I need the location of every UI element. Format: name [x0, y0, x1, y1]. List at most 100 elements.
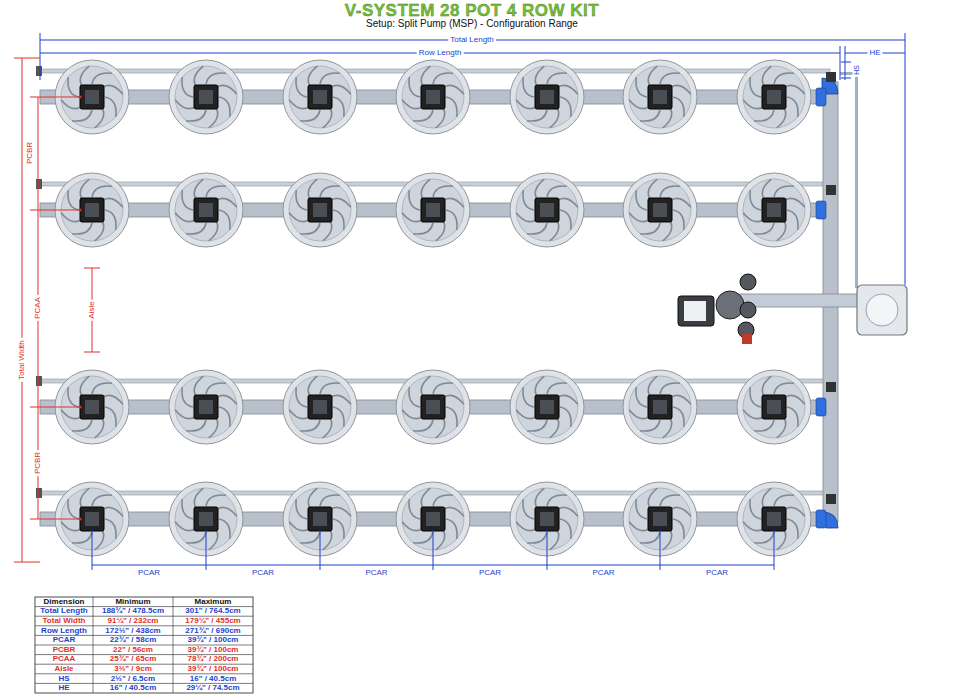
grow-pot [169, 60, 243, 134]
subtitle: Setup: Split Pump (MSP) - Configuration … [364, 19, 580, 29]
dimension-label: PCBR [34, 450, 42, 476]
extension-line [320, 530, 321, 570]
leader-line [30, 519, 80, 520]
grow-pot [510, 60, 584, 134]
dimension-label: Total Width [18, 338, 26, 382]
end-cap [36, 376, 42, 386]
table-cell: 188¾" / 478.5cm [102, 607, 164, 615]
grow-pot [396, 370, 470, 444]
dimension-line [841, 78, 851, 79]
extension-line [660, 530, 661, 570]
table-cell: Total Length [40, 607, 87, 615]
pump-housing [716, 291, 744, 319]
extension-line [774, 530, 775, 570]
extension-line [14, 562, 40, 563]
table-cell: Aisle [54, 665, 73, 673]
table-cell: PCAR [53, 636, 76, 644]
extension-line [433, 530, 434, 570]
feed-tube [40, 203, 830, 217]
table-cell: 39¾" / 100cm [188, 636, 239, 644]
extension-line [14, 58, 40, 59]
tee-fitting [816, 510, 826, 528]
dimension-label: Row Length [417, 49, 464, 57]
table-cell: HS [58, 675, 69, 683]
leader-dot [79, 406, 82, 409]
leader-line [30, 210, 80, 211]
table-cell: 91¼" / 232cm [108, 617, 159, 625]
extension-line [905, 33, 906, 285]
grow-pot [169, 370, 243, 444]
tee-fitting [816, 88, 826, 106]
grow-pot [510, 370, 584, 444]
dimension-label: PCAA [34, 295, 42, 321]
reservoir [857, 285, 907, 335]
overflow-pipe [855, 72, 858, 288]
drain-tap [742, 334, 752, 344]
tee-fitting [816, 398, 826, 416]
table-cell: Row Length [41, 627, 87, 635]
extension-line [547, 530, 548, 570]
table-cell: 29¼" / 74.5cm [186, 684, 239, 692]
grow-pot [169, 173, 243, 247]
feed-tube [40, 512, 830, 526]
leader-line [30, 407, 80, 408]
table-cell: 301" / 764.5cm [185, 607, 240, 615]
table-cell: 16" / 40.5cm [190, 675, 237, 683]
table-border [35, 597, 253, 693]
pump-valve [740, 274, 756, 290]
valve [826, 382, 836, 392]
pump-valve [740, 302, 756, 318]
diagram-title: V-SYSTEM 28 POT 4 ROW KIT [345, 2, 599, 19]
end-cap [36, 179, 42, 189]
table-cell: 3½" / 9cm [114, 665, 152, 673]
table-rule [173, 597, 174, 693]
dimension-label: PCAR [704, 569, 730, 577]
grow-pot [737, 60, 811, 134]
table-cell: 179¼" / 455cm [185, 617, 240, 625]
dimension-label: Aisle [88, 299, 96, 320]
table-cell: 25¾" / 65cm [110, 655, 157, 663]
valve [826, 72, 836, 82]
dimension-label: HE [867, 49, 882, 57]
grow-pot [623, 60, 697, 134]
grow-pot [623, 370, 697, 444]
feed-tube [40, 90, 830, 104]
tee-fitting [816, 201, 826, 219]
table-cell: 172½" / 438cm [105, 627, 160, 635]
table-cell: 2½" / 6.5cm [111, 675, 155, 683]
leader-dot [79, 518, 82, 521]
dimension-line [841, 62, 851, 63]
extension-line [84, 352, 100, 353]
leader-dot [79, 96, 82, 99]
grow-pot [737, 370, 811, 444]
grow-pot [283, 60, 357, 134]
table-header: Maximum [195, 598, 232, 606]
grow-pot [510, 173, 584, 247]
table-cell: 39¾" / 100cm [188, 646, 239, 654]
table-cell: PCBR [53, 646, 76, 654]
table-cell: 22" / 56cm [113, 646, 153, 654]
dimension-line [22, 58, 23, 562]
extension-line [206, 530, 207, 570]
table-rule [93, 597, 94, 693]
table-cell: 271¾" / 690cm [185, 627, 240, 635]
reservoir-lid [866, 294, 898, 326]
valve [826, 494, 836, 504]
table-cell: 39¾" / 100cm [188, 665, 239, 673]
table-cell: PCAA [53, 655, 76, 663]
dimension-label: HS [853, 63, 860, 77]
dimension-label: PCAR [250, 569, 276, 577]
table-header: Dimension [44, 598, 85, 606]
return-pipe [740, 294, 860, 307]
table-cell: 16" / 40.5cm [110, 684, 157, 692]
grow-pot [396, 60, 470, 134]
dimension-label: PCAR [136, 569, 162, 577]
dimension-label: PCBR [26, 140, 34, 166]
grow-pot [737, 173, 811, 247]
end-cap [36, 488, 42, 498]
extension-line [40, 33, 41, 80]
grow-pot [283, 370, 357, 444]
table-cell: 78¾" / 200cm [188, 655, 239, 663]
valve [826, 185, 836, 195]
grow-pot [623, 173, 697, 247]
